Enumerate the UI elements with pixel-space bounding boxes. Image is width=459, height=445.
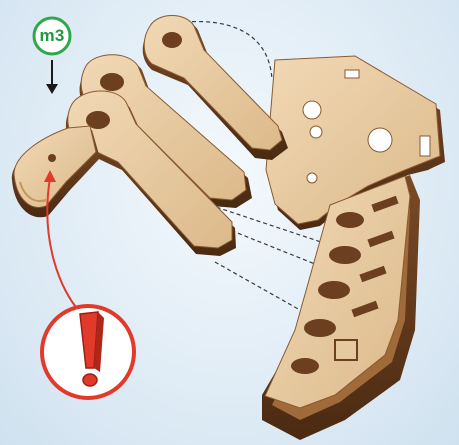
badge-arrow-head	[46, 84, 58, 94]
plate-hole	[368, 128, 392, 152]
block-hole	[291, 358, 319, 374]
block-hole	[329, 246, 361, 264]
warning-badge	[42, 306, 134, 398]
block-hole	[318, 281, 350, 299]
block-hole	[304, 319, 336, 337]
m3-badge-label: m3	[33, 17, 71, 55]
guide-line-2	[225, 228, 325, 268]
badge-pointer	[46, 60, 58, 94]
arm-hole	[162, 32, 182, 48]
plate-slot	[345, 70, 359, 78]
plate-slot	[420, 136, 430, 156]
guide-line-3	[215, 262, 300, 310]
lever-tip-hole	[48, 154, 56, 162]
plate-hole	[307, 173, 317, 183]
arm-hole	[100, 73, 124, 91]
block-tab	[335, 340, 357, 360]
plate-hole	[303, 101, 321, 119]
block-hole	[336, 212, 364, 228]
plate-hole	[310, 126, 322, 138]
